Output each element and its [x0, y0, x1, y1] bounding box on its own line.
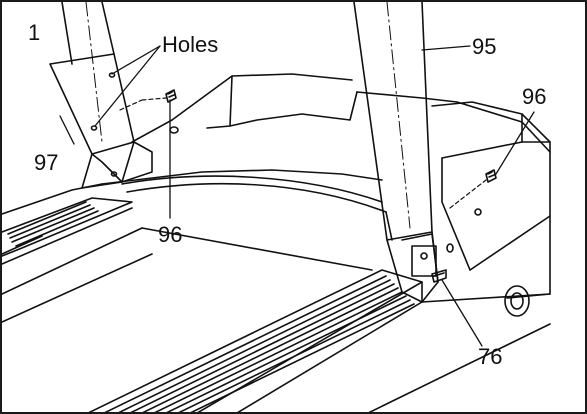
label-holes: Holes: [162, 32, 219, 57]
label-part-96-right: 96: [522, 84, 547, 109]
walking-belt: [2, 227, 373, 323]
label-part-97: 97: [34, 150, 59, 175]
right-upright: [353, 2, 454, 303]
label-part-96-left: 96: [158, 222, 183, 247]
right-foot-rail: [88, 269, 551, 412]
treadmill-base: [2, 73, 551, 317]
left-foot-rail: [2, 197, 143, 295]
step-number: 1: [28, 20, 41, 45]
left-upright: [49, 2, 179, 189]
leader-lines: [59, 45, 535, 347]
bolt-left: [119, 89, 177, 111]
label-part-76: 76: [478, 344, 503, 369]
bolt-right: [449, 169, 497, 216]
label-part-95: 95: [472, 34, 497, 59]
